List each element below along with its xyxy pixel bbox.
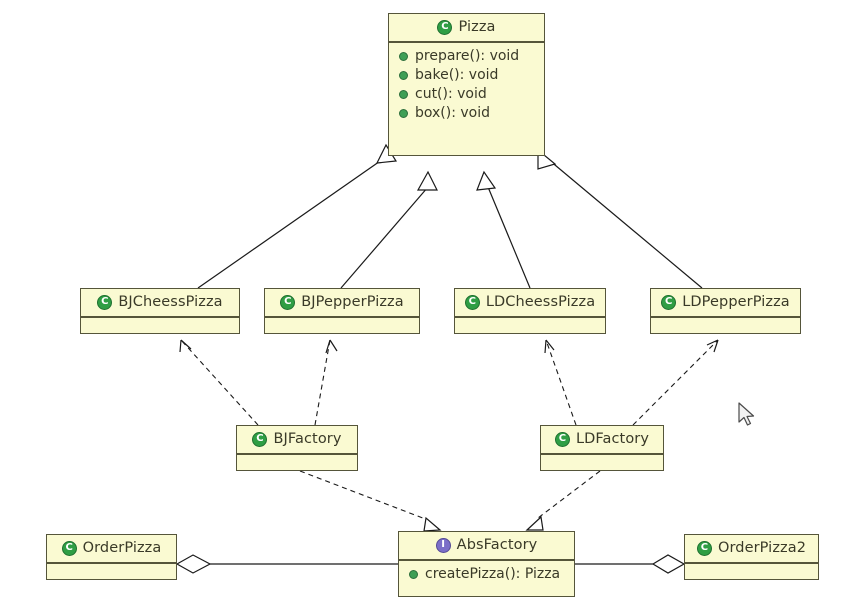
edge-ldfactory-to-ldcheesspizza [544,339,577,426]
class-name-label: BJCheessPizza [118,294,223,310]
members-compartment-empty [685,563,818,568]
class-icon: C [61,540,77,556]
interface-icon: I [435,537,451,553]
class-header-ldcheesspizza: C LDCheessPizza [455,289,605,317]
class-icon: C [661,294,677,310]
members-compartment-absfactory: createPizza(): Pizza [399,560,574,589]
uml-class-ldfactory[interactable]: C LDFactory [540,425,664,471]
class-name-label: BJPepperPizza [301,294,404,310]
members-compartment-empty [265,317,419,322]
class-name-label: OrderPizza [82,540,162,556]
class-name-label: LDCheessPizza [485,294,596,310]
edge-ldfactory-to-ldpepperpizza [632,339,719,426]
mouse-cursor-icon [738,402,755,426]
member-label: createPizza(): Pizza [425,566,561,582]
class-icon: C [280,294,296,310]
members-compartment-empty [237,454,357,459]
edge-orderpizza-to-absfactory [175,554,398,574]
class-icon: C [696,540,712,556]
class-member: createPizza(): Pizza [407,565,568,584]
method-bullet-icon [399,90,408,99]
interface-name-label: AbsFactory [456,537,538,553]
uml-class-orderpizza2[interactable]: C OrderPizza2 [684,534,819,580]
method-bullet-icon [409,570,418,579]
edge-bjcheesspizza-to-pizza [197,143,398,289]
interface-header-absfactory: I AbsFactory [399,532,574,560]
members-compartment-empty [47,563,176,568]
class-icon: C [252,431,268,447]
member-label: prepare(): void [415,48,520,64]
uml-class-bjcheesspizza[interactable]: C BJCheessPizza [80,288,240,334]
member-label: cut(): void [415,86,487,102]
members-compartment-pizza: prepare(): void bake(): void cut(): void… [389,42,544,128]
class-icon: C [437,19,453,35]
class-member: box(): void [397,104,538,123]
class-name-label: Pizza [458,19,496,35]
uml-class-bjfactory[interactable]: C BJFactory [236,425,358,471]
uml-class-bjpepperpizza[interactable]: C BJPepperPizza [264,288,420,334]
class-icon: C [464,294,480,310]
class-icon: C [554,431,570,447]
members-compartment-empty [541,454,663,459]
class-header-ldpepperpizza: C LDPepperPizza [651,289,800,317]
edge-bjfactory-to-absfactory [299,470,442,532]
class-header-pizza: C Pizza [389,14,544,42]
edge-bjpepperpizza-to-pizza [340,170,438,289]
method-bullet-icon [399,71,408,80]
class-header-orderpizza2: C OrderPizza2 [685,535,818,563]
uml-class-orderpizza[interactable]: C OrderPizza [46,534,177,580]
uml-class-ldpepperpizza[interactable]: C LDPepperPizza [650,288,801,334]
edge-bjfactory-to-bjcheesspizza [179,339,259,426]
class-header-ldfactory: C LDFactory [541,426,663,454]
class-member: prepare(): void [397,47,538,66]
class-name-label: LDPepperPizza [682,294,790,310]
class-member: cut(): void [397,85,538,104]
class-header-bjpepperpizza: C BJPepperPizza [265,289,419,317]
edge-ldcheesspizza-to-pizza [476,170,531,289]
members-compartment-empty [81,317,239,322]
class-name-label: OrderPizza2 [717,540,807,556]
class-member: bake(): void [397,66,538,85]
class-header-orderpizza: C OrderPizza [47,535,176,563]
member-label: bake(): void [415,67,499,83]
class-header-bjfactory: C BJFactory [237,426,357,454]
class-name-label: LDFactory [575,431,650,447]
uml-class-pizza[interactable]: C Pizza prepare(): void bake(): void cut… [388,13,545,156]
class-icon: C [97,294,113,310]
members-compartment-empty [651,317,800,322]
class-name-label: BJFactory [273,431,342,447]
member-label: box(): void [415,105,491,121]
method-bullet-icon [399,52,408,61]
class-header-bjcheesspizza: C BJCheessPizza [81,289,239,317]
edge-ldfactory-to-absfactory [525,470,601,531]
edge-orderpizza2-to-absfactory [575,554,686,574]
uml-interface-absfactory[interactable]: I AbsFactory createPizza(): Pizza [398,531,575,597]
method-bullet-icon [399,109,408,118]
uml-class-ldcheesspizza[interactable]: C LDCheessPizza [454,288,606,334]
members-compartment-empty [455,317,605,322]
edge-ldpepperpizza-to-pizza [537,148,703,289]
edge-bjfactory-to-bjpepperpizza [314,339,338,426]
